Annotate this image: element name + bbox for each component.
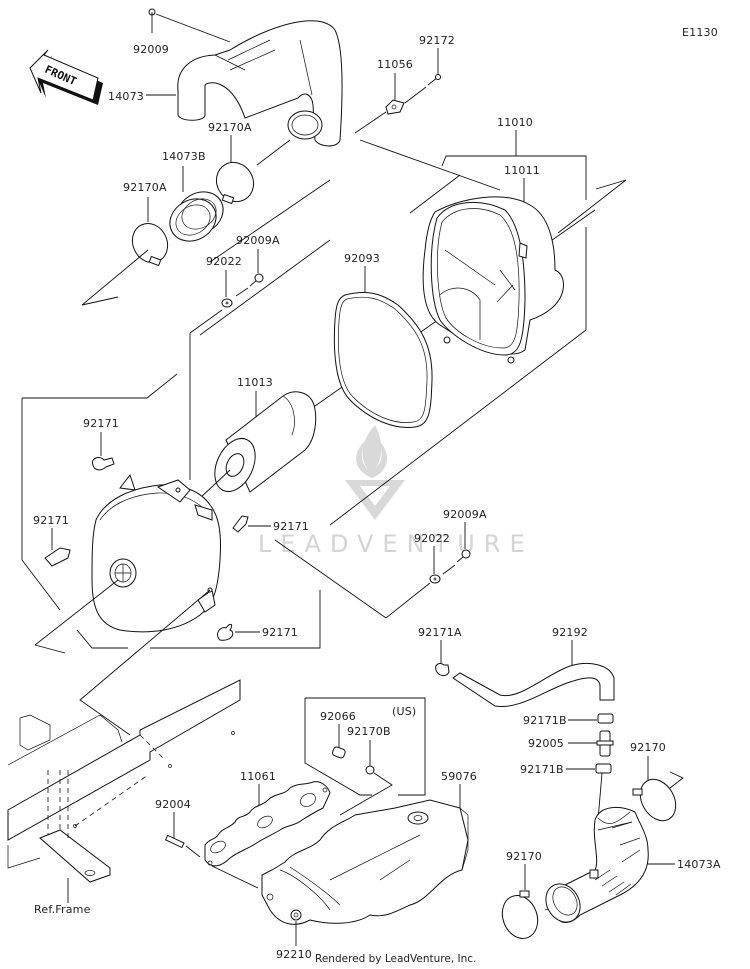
part-92170A-clamp-upper	[215, 161, 255, 205]
callout-92171-b: 92171	[33, 514, 69, 527]
part-11056-bracket	[385, 73, 405, 115]
callout-92170A-upper: 92170A	[208, 121, 252, 134]
callout-92170A-lower: 92170A	[123, 181, 167, 194]
callout-92171B-upper: 92171B	[523, 714, 567, 727]
callout-92009A-upper: 92009A	[236, 234, 280, 247]
callout-14073: 14073	[108, 90, 144, 103]
part-92171B-clip-upper	[597, 713, 614, 724]
diagram-code: E1130	[682, 26, 718, 39]
part-92009-screw	[148, 8, 231, 43]
part-14073B-boot	[169, 191, 224, 242]
callout-92093: 92093	[344, 252, 380, 265]
part-14073-intake-duct	[177, 20, 343, 147]
callout-92005: 92005	[528, 737, 564, 750]
part-92022-washer-lower	[429, 574, 441, 584]
part-92093-seal	[333, 292, 433, 429]
part-92192-breather-hose	[452, 663, 615, 708]
part-92170B-clip	[365, 765, 375, 775]
front-direction-arrow: FRONT	[29, 49, 103, 105]
part-59076-intake-manifold	[261, 799, 469, 925]
callout-92172: 92172	[419, 34, 455, 47]
part-11011-air-cleaner-case	[422, 196, 564, 364]
callout-14073A: 14073A	[677, 858, 721, 871]
callout-59076: 59076	[441, 770, 477, 783]
part-92022-washer-upper	[221, 298, 233, 308]
part-92009A-screw-lower	[456, 549, 471, 563]
part-92171A-clip	[435, 663, 450, 677]
callout-92170B: 92170B	[347, 725, 391, 738]
part-92066-plug	[331, 746, 346, 759]
watermark: LEADVENTURE	[258, 425, 534, 558]
part-92171-clip-b	[44, 547, 71, 567]
callout-92170-upper: 92170	[630, 741, 666, 754]
part-ref-frame	[7, 679, 241, 883]
callout-11061: 11061	[240, 770, 276, 783]
callout-92171A: 92171A	[418, 626, 462, 639]
callout-92171-a: 92171	[83, 417, 119, 430]
callout-11013: 11013	[237, 376, 273, 389]
callout-92170-lower: 92170	[506, 850, 542, 863]
callout-92192: 92192	[552, 626, 588, 639]
footer-credit: Rendered by LeadVenture, Inc.	[315, 953, 476, 965]
callout-92009A-lower: 92009A	[443, 508, 487, 521]
part-92170-clamp-lower	[501, 890, 539, 939]
part-92170A-clamp-lower	[131, 223, 169, 267]
part-air-cleaner-cover	[91, 473, 221, 633]
callout-11056: 11056	[377, 58, 413, 71]
part-92171B-clip-lower	[595, 763, 612, 774]
part-11013-filter-element	[214, 391, 317, 493]
part-92004-stud	[164, 834, 185, 849]
part-14073A-intake-boot	[545, 807, 649, 923]
callout-92009: 92009	[133, 43, 169, 56]
region-note-us: (US)	[392, 705, 416, 718]
callout-92171-d: 92171	[262, 626, 298, 639]
reference-frame-label: Ref.Frame	[34, 903, 91, 916]
watermark-v-icon	[345, 480, 405, 520]
watermark-text: LEADVENTURE	[258, 530, 534, 558]
callout-92171-c: 92171	[273, 520, 309, 533]
callout-14073B: 14073B	[162, 150, 206, 163]
part-92170-clamp-upper	[632, 778, 677, 822]
part-92171-clip-c	[232, 515, 249, 533]
watermark-flame-icon	[356, 425, 388, 478]
part-92009A-screw-upper	[249, 273, 264, 287]
part-92171-clip-d	[217, 623, 234, 641]
part-11061-gasket	[204, 781, 331, 867]
part-92210-nut	[290, 909, 302, 946]
part-92171-clip-a	[91, 457, 115, 471]
callout-92004: 92004	[155, 798, 191, 811]
part-92005-pipe	[596, 730, 614, 757]
callout-11011: 11011	[504, 164, 540, 177]
callout-92210: 92210	[276, 948, 312, 961]
callout-11010: 11010	[497, 116, 533, 129]
callout-92022-lower: 92022	[414, 532, 450, 545]
callout-92066: 92066	[320, 710, 356, 723]
callout-92171B-lower: 92171B	[520, 763, 564, 776]
part-92172-bolt	[404, 48, 441, 104]
